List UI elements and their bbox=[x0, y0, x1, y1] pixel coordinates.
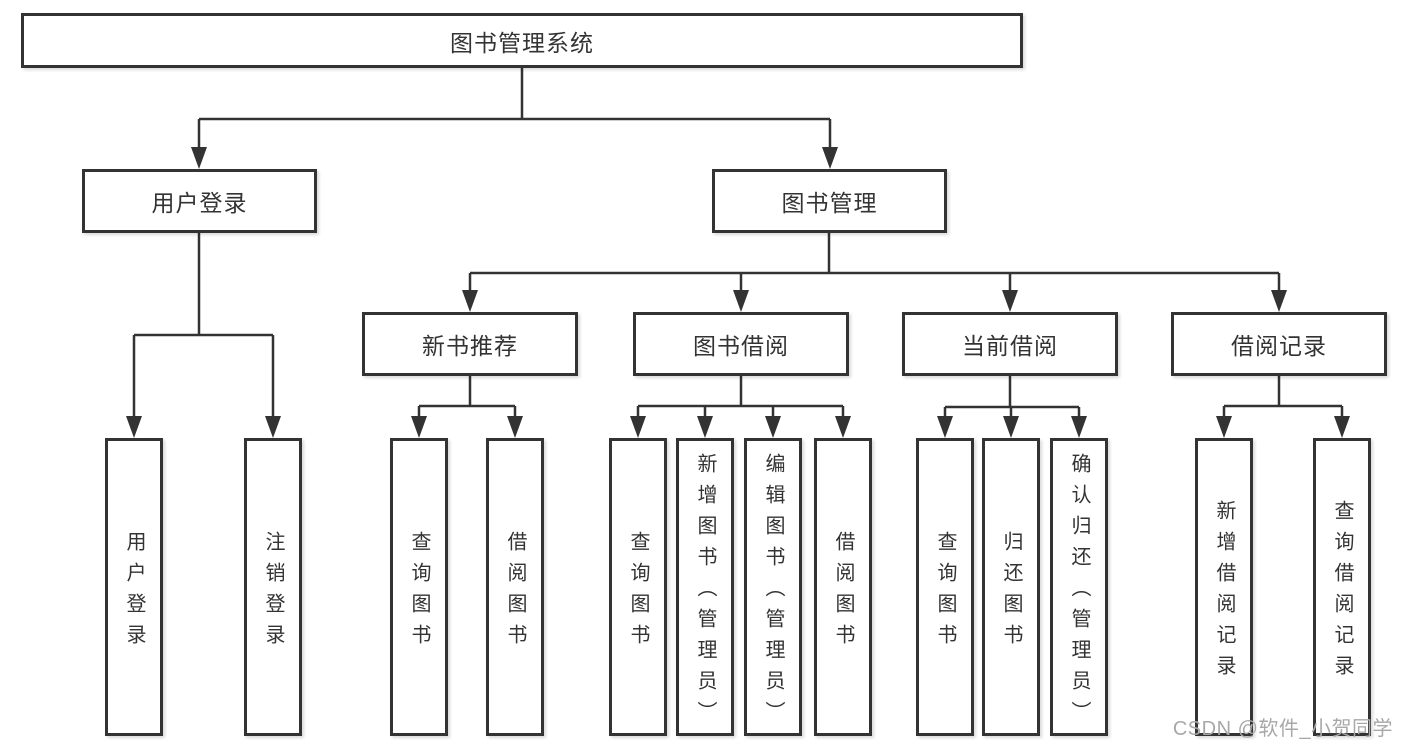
leaf-borrow-borrow-book: 借阅图书 bbox=[814, 438, 872, 736]
leaf-borrow-edit-book-admin: 编辑图书（管理员） bbox=[744, 438, 802, 736]
node-book-management-label: 图书管理 bbox=[781, 190, 878, 216]
leaf-recommend-query-book: 查询图书 bbox=[390, 438, 448, 736]
leaf-borrow-add-book-admin-label: 新增图书（管理员） bbox=[694, 453, 716, 732]
leaf-record-query-record: 查询借阅记录 bbox=[1313, 438, 1371, 736]
node-user-login-label: 用户登录 bbox=[151, 190, 248, 216]
leaf-logout: 注销登录 bbox=[244, 438, 302, 736]
connector-bookmgmt-to-level3 bbox=[462, 233, 1287, 312]
leaf-borrow-query-book-label: 查询图书 bbox=[627, 530, 649, 655]
leaf-borrow-add-book-admin: 新增图书（管理员） bbox=[676, 438, 734, 736]
leaf-recommend-query-book-label: 查询图书 bbox=[408, 530, 430, 655]
leaf-user-login: 用户登录 bbox=[105, 438, 163, 736]
node-book-management: 图书管理 bbox=[712, 169, 947, 233]
leaf-record-add-record: 新增借阅记录 bbox=[1195, 438, 1253, 736]
leaf-borrow-query-book: 查询图书 bbox=[609, 438, 667, 736]
leaf-current-return-book: 归还图书 bbox=[982, 438, 1040, 736]
node-user-login: 用户登录 bbox=[82, 169, 317, 233]
leaf-current-confirm-return-admin: 确认归还（管理员） bbox=[1050, 438, 1108, 736]
connector-recommend-to-leaves bbox=[411, 376, 523, 438]
leaf-recommend-borrow-book: 借阅图书 bbox=[486, 438, 544, 736]
node-current-borrow-label: 当前借阅 bbox=[962, 333, 1058, 359]
connector-root-to-level2 bbox=[191, 68, 838, 169]
connector-record-to-leaves bbox=[1216, 376, 1350, 438]
leaf-current-return-book-label: 归还图书 bbox=[1000, 530, 1022, 655]
leaf-record-query-record-label: 查询借阅记录 bbox=[1331, 499, 1353, 686]
node-new-book-recommend-label: 新书推荐 bbox=[422, 333, 518, 359]
leaf-borrow-borrow-book-label: 借阅图书 bbox=[832, 530, 854, 655]
leaf-current-query-book: 查询图书 bbox=[916, 438, 974, 736]
leaf-recommend-borrow-book-label: 借阅图书 bbox=[504, 530, 526, 655]
connector-borrow-to-leaves bbox=[630, 376, 851, 438]
node-new-book-recommend: 新书推荐 bbox=[362, 312, 578, 376]
leaf-borrow-edit-book-admin-label: 编辑图书（管理员） bbox=[762, 453, 784, 732]
watermark: CSDN @软件_小贺同学 bbox=[1172, 718, 1393, 740]
node-book-borrow: 图书借阅 bbox=[633, 312, 849, 376]
node-current-borrow: 当前借阅 bbox=[902, 312, 1118, 376]
node-root-system-label: 图书管理系统 bbox=[450, 29, 594, 56]
connector-userlogin-to-leaves bbox=[126, 233, 281, 438]
node-borrow-record-label: 借阅记录 bbox=[1231, 333, 1327, 359]
leaf-user-login-label: 用户登录 bbox=[123, 530, 145, 655]
leaf-record-add-record-label: 新增借阅记录 bbox=[1213, 499, 1235, 686]
leaf-current-query-book-label: 查询图书 bbox=[934, 530, 956, 655]
leaf-current-confirm-return-admin-label: 确认归还（管理员） bbox=[1068, 453, 1090, 732]
connector-current-to-leaves bbox=[937, 376, 1087, 438]
node-root-system: 图书管理系统 bbox=[21, 13, 1023, 68]
node-borrow-record: 借阅记录 bbox=[1171, 312, 1387, 376]
leaf-logout-label: 注销登录 bbox=[262, 530, 284, 655]
node-book-borrow-label: 图书借阅 bbox=[693, 333, 789, 359]
